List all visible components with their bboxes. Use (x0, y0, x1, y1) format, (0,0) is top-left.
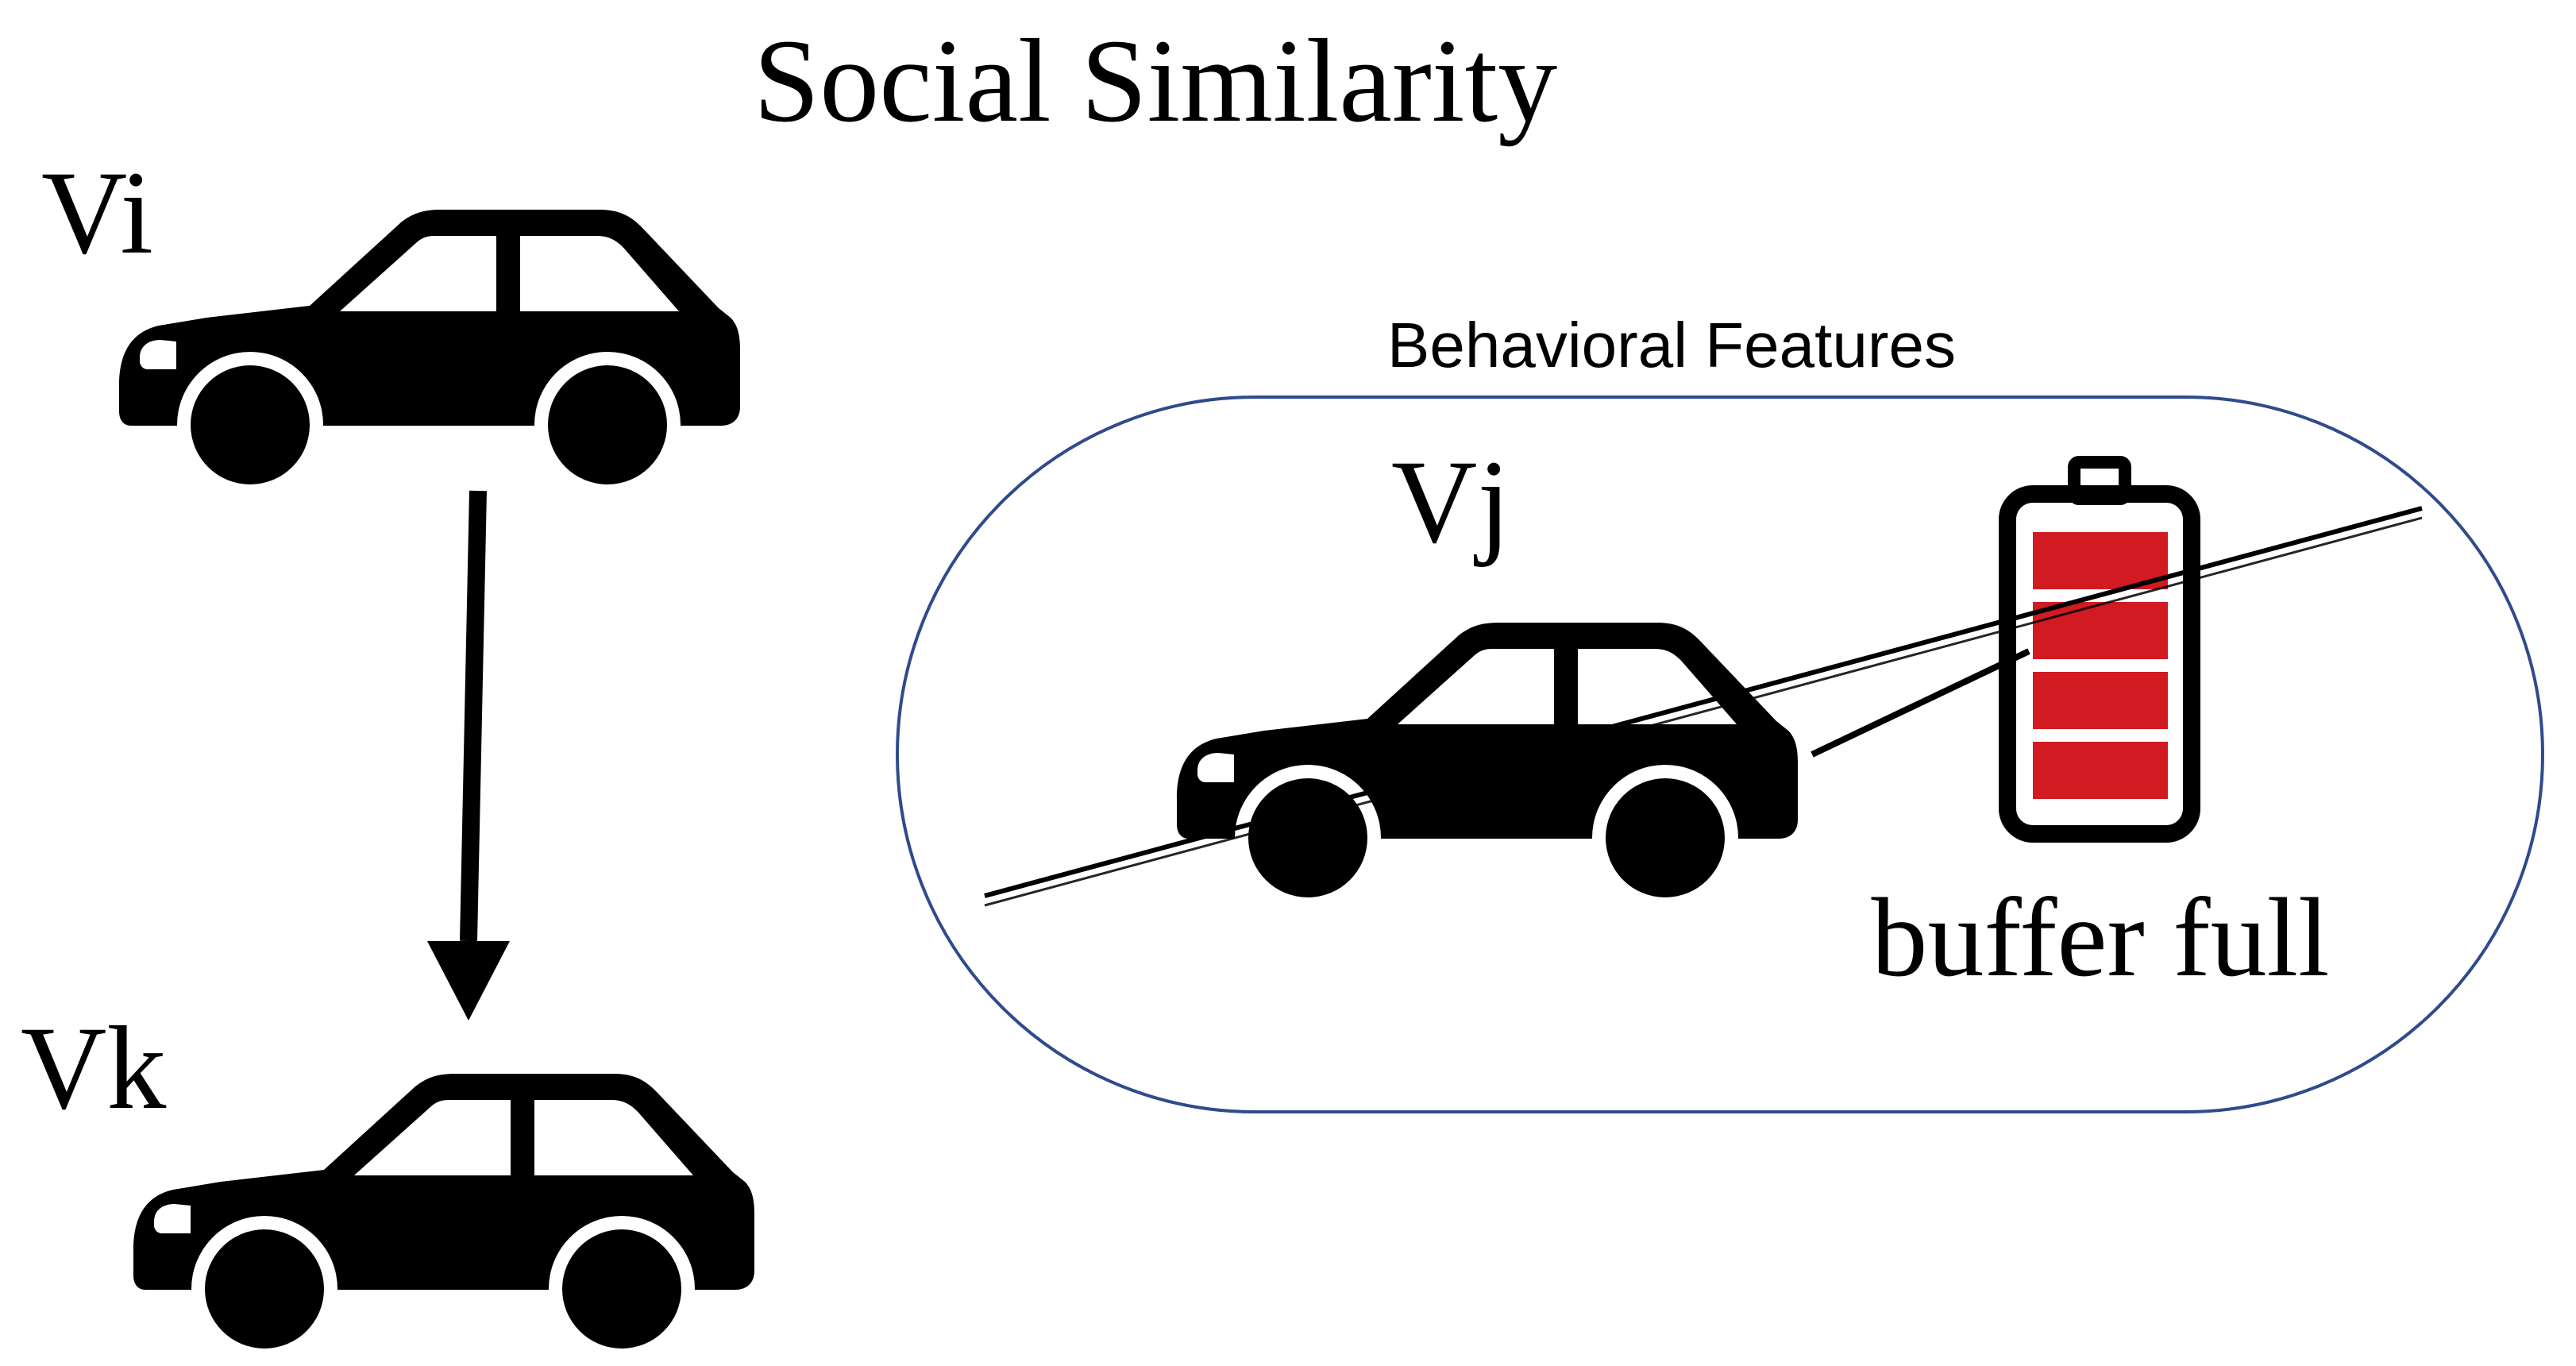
node-label-vi: Vi (41, 147, 153, 279)
connector-line (1811, 648, 2030, 758)
battery-icon (1999, 456, 2200, 843)
behavioral-features-boundary (896, 396, 2544, 1113)
node-label-vj: Vj (1391, 436, 1510, 568)
battery-label: buffer full (1871, 874, 2329, 1000)
group-label: Behavioral Features (1387, 310, 1956, 380)
car-icon (119, 210, 740, 484)
battery-cells (2033, 532, 2168, 799)
strike-line (984, 516, 2423, 907)
car-icon (133, 1074, 754, 1349)
strike-line (984, 506, 2423, 898)
diagram-title: Social Similarity (754, 15, 1557, 147)
similarity-arrow (427, 490, 510, 1021)
car-icon (1177, 623, 1798, 897)
node-label-vk: Vk (21, 1002, 166, 1134)
